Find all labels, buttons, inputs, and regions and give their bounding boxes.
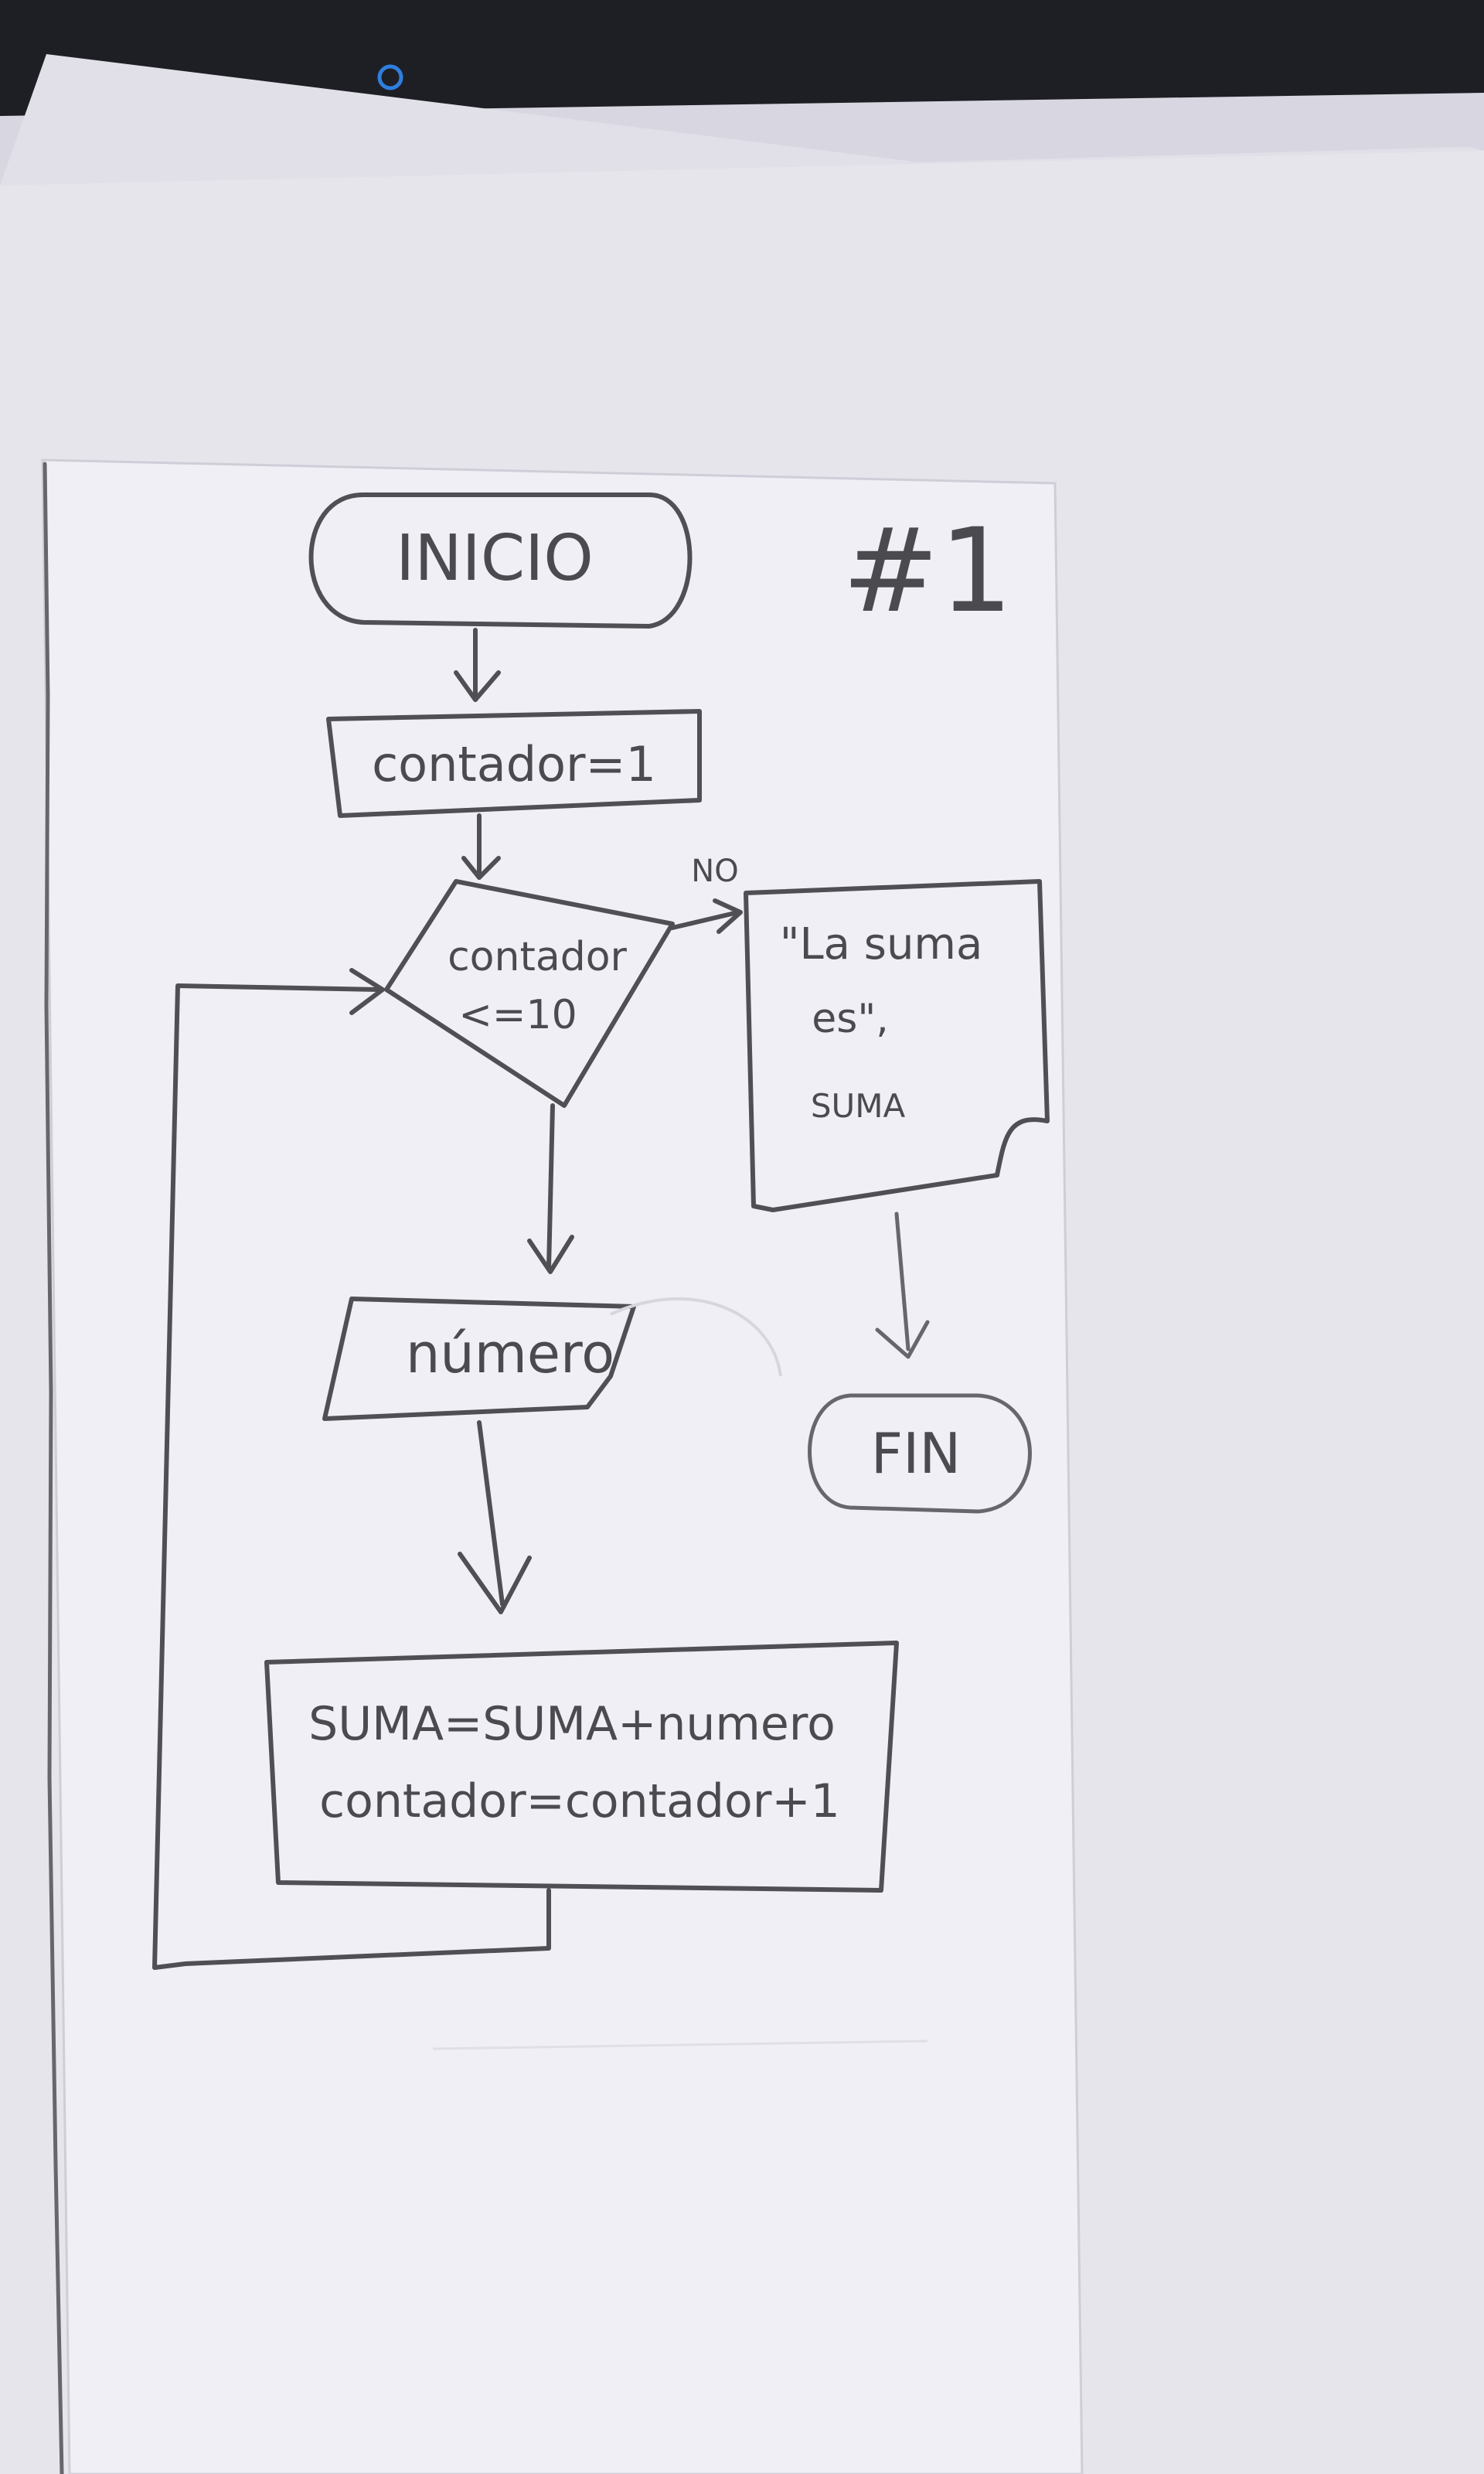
arrow-decision-to-input [546, 1103, 555, 1270]
arrowhead [527, 1235, 574, 1274]
arrowhead [713, 898, 743, 934]
decision-label-line2: <=10 [458, 992, 577, 1038]
process-label-line2: contador=contador+1 [319, 1774, 840, 1828]
end-label: FIN [871, 1421, 962, 1486]
ghost-mark [610, 1297, 782, 1377]
no-branch-label: NO [691, 854, 738, 889]
output-label-line1: "La suma [780, 919, 983, 969]
page-number: #1 [842, 504, 1013, 639]
output-label-line2: es", [812, 996, 889, 1042]
input-parallelogram [322, 1297, 636, 1421]
loop-back-line [152, 983, 551, 1970]
output-label-line3: SUMA [811, 1087, 906, 1125]
arrowhead [461, 856, 501, 880]
arrowhead [454, 670, 501, 702]
arrowhead [349, 968, 385, 1015]
arrow-input-to-process [477, 1420, 505, 1607]
start-label: INICIO [396, 522, 594, 595]
arrowhead [458, 1552, 532, 1614]
paper-left-edge [43, 462, 64, 2474]
arrow-decision-no [670, 910, 740, 930]
device-edge [0, 0, 1484, 116]
arrow-output-to-end [894, 1211, 910, 1351]
process-label-line1: SUMA=SUMA+numero [308, 1697, 836, 1751]
paper-sheet [41, 458, 1084, 2474]
power-led-icon [377, 64, 403, 90]
init-process-box [326, 709, 702, 818]
input-label: número [406, 1322, 614, 1385]
decision-label-line1: contador [448, 934, 627, 980]
start-terminal [308, 492, 693, 629]
output-document-box [744, 879, 1050, 1212]
arrowhead [875, 1320, 930, 1359]
process-box [264, 1641, 899, 1893]
end-terminal [808, 1393, 1032, 1514]
init-label: contador=1 [372, 736, 656, 792]
ghost-mark [432, 2040, 928, 2050]
decision-diamond [384, 879, 675, 1108]
